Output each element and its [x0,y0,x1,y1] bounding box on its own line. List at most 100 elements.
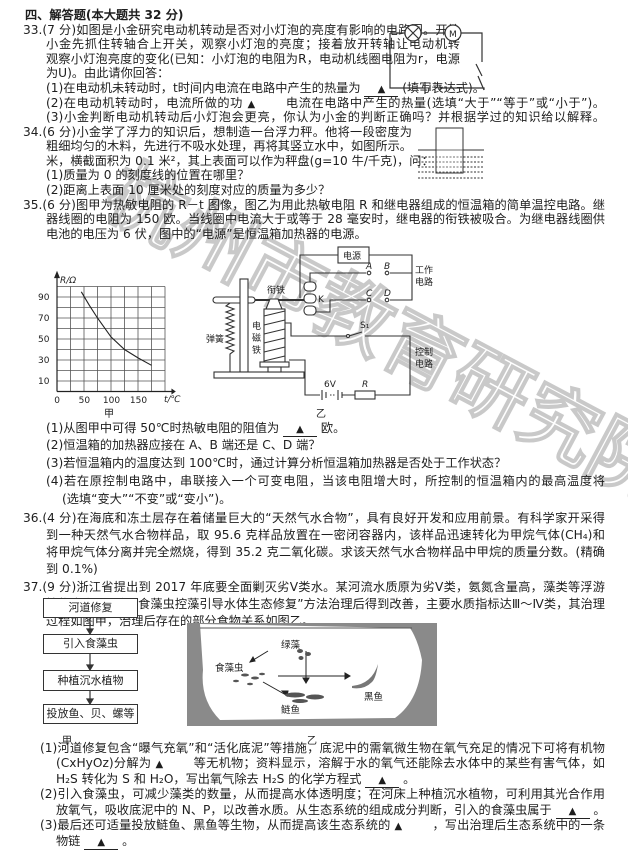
subquestion-3: (3)若恒温箱内的温度达到 100℃时，通过计算分析恒温箱加热器是否处于工作状态… [46,456,507,470]
subquestion-4: (4)若在原控制电路中，串联接入一个可变电阻，当该电阻增大时，所控制的恒温箱内的… [46,473,605,489]
y-tick-label: 30 [38,356,50,366]
motor-label: M [449,30,457,40]
y-tick-label: 90 [38,293,50,303]
subquestion-1: (1)从图甲中可得 50℃时热敏电阻的阻值为 ▲ 欧。 [46,421,346,437]
flow-step-1: 河道修复 [43,598,138,618]
question-text: 物链 ▲ 。 [56,834,135,850]
spring-label: 弹簧 [206,333,224,345]
answer-blank: ▲ [155,758,189,771]
x-tick-label: 0 [54,396,60,406]
question-text: 为U)。由此请你回答： [46,66,170,80]
question-text: 器线圈的电阻为 150 欧。当线圈中电流大于或等于 28 毫安时，继电器的衔铁被… [46,212,605,226]
figure-caption-b: 乙 [316,408,326,420]
electromagnet-label: 磁 [252,332,261,344]
subquestion-1: (1)河道修复包含“曝气充氧”和“活化底泥”等措施，底泥中的需氧微生物在氧气充足… [40,741,605,755]
algae-label: 绿藻 [281,639,301,651]
subquestion-2: (2)恒温箱的加热器应接在 A、B 端还是 C、D 端？ [46,438,321,452]
relay-circuit [212,246,413,400]
work-circuit-label: 工作 [415,264,433,276]
grazer-label: 食藻虫 [215,662,244,674]
figure-caption-b: 乙 [307,735,317,747]
resistor-label: R [362,380,368,390]
question-text: 37.(9 分)浙江省提出到 2017 年底要全面剿灭劣Ⅴ类水。某河流水质原为劣… [23,580,605,594]
question-text: 到 0.1%) [46,562,98,576]
power-label: 电源 [343,250,361,262]
answer-blank: ▲ [84,836,119,850]
question-text: 36.(4 分)在海底和冻土层存在着储量巨大的“天然气水合物”，具有良好开发和应… [23,511,605,525]
question-text: 35.(6 分)图甲为热敏电阻的 R－t 图像，图乙为用此热敏电阻 R 和继电器… [23,198,605,212]
terminal-b [384,270,390,276]
question-text: 米，横截面积为 0.1 米²，其上表面可以作为秤盘(g=10 牛/千克)，问： [46,154,434,168]
r-t-curve [80,291,152,366]
question-text: 植物占主导；经“食藻虫控藻引导水体生态修复”方法治理后得到改善，主要水质指标达Ⅲ… [46,597,605,611]
flow-step-4: 投放鱼、贝、螺等 [43,704,138,724]
question-text: (选填“变大”“不变”或“变小”)。 [62,492,232,506]
y-tick-label: 70 [38,314,50,324]
question-text: 小金先抓住转轴合上开关，观察小灯泡的亮度；接着放开转轴让电动机转动，继续 [46,37,460,51]
figure-caption-a: 甲 [62,736,72,747]
contact-k [303,281,317,292]
control-circuit-label: 电路 [415,358,433,370]
question-text: 33.(7 分)如图是小金研究电动机转动是否对小灯泡的亮度有影响的电路图。开始 [23,23,460,37]
terminal-a [366,270,372,276]
flow-step-2: 引入食藻虫 [43,634,138,654]
question-text: 到一种天然气水合物样品，取 95.6 克样品放置在一密闭容器内，该样品迅速转化为… [46,528,605,542]
subquestion-1: (1)质量为 0 的刻度线的位置在哪里？ [46,168,250,182]
snakehead-label: 黑鱼 [364,691,383,703]
x-tick-label: 50 [79,396,91,406]
contact-k-label: K [318,295,325,305]
switch-label: S₁ [360,321,370,331]
battery-label: 6V [324,380,337,390]
answer-blank: ▲ [555,805,590,819]
terminal-d-label: D [384,289,391,299]
answer-blank: ▲ [364,83,399,97]
work-circuit-label: 电路 [415,276,433,288]
y-tick-label: 50 [38,335,50,345]
question-text: 34.(6 分)小金学了浮力的知识后，想制造一台浮力秤。他将一段密度为 0.5×… [23,125,412,139]
question-text: (CxHyOz)分解为 ▲ 等无机物；资料显示，溶解于水的氧气还能除去水体中的某… [56,756,605,771]
subquestion-2: (2)引入食藻虫，可减少藻类的数量，从而提高水体透明度；在河床上种植沉水植物，可… [40,787,605,801]
y-tick-label: 10 [38,377,50,387]
y-axis-label: R/Ω [60,276,76,286]
silver-carp-label: 鲢鱼 [281,704,300,716]
pond-illustration [187,623,437,726]
answer-blank: ▲ [283,423,318,437]
terminal-c [366,297,372,303]
spring-icon [224,302,236,372]
electromagnet-label: 电 [252,320,261,332]
motor-icon [444,24,462,42]
terminal-c-label: C [366,289,373,299]
resistor-icon [354,390,376,400]
flow-step-3: 种植沉水植物 [43,670,138,691]
subquestion-3: (3)小金判断电动机转动后小灯泡会更亮，你认为小金的判断正确吗？并根据学过的知识… [46,110,605,124]
x-axis-arrow-icon [171,388,176,395]
answer-blank: ▲ [247,98,281,111]
terminal-a-label: A [365,262,372,272]
section-heading: 四、解答题(本大题共 32 分) [25,8,184,22]
x-axis-label: t/℃ [164,395,182,405]
y-axis-arrow-icon [54,270,60,279]
armature-label: 衔铁 [267,284,285,296]
switch-s1 [345,333,351,339]
relay-base [213,371,305,379]
question-text: H₂S 转化为 S 和 H₂O，写出氧气除去 H₂S 的化学方程式 ▲ 。 [56,772,416,788]
question-text: 放氧气，吸收底泥中的 N、P，以改善水质。从生态系统的组成成分判断，引入的食藻虫… [56,803,606,819]
electromagnet-label: 铁 [252,344,261,356]
question-text: 粗细均匀的木料，先进行不吸水处理，再将其竖立水中，如图所示。这段木料长为 40 … [46,139,412,153]
question-text: 电池的电压为 6 伏，图中的“电源”是恒温箱加热器的电源。 [46,227,367,241]
subquestion-2: (2)距离上表面 10 厘米处的刻度对应的质量为多少？ [46,183,331,197]
wood-block [435,127,464,174]
switch-icon [475,63,483,77]
subquestion-3: (3)最后还可适量投放鲢鱼、黑鱼等生物，从而提高该生态系统的 ▲ ，写出治理后生… [40,818,605,833]
x-tick-label: 100 [103,396,120,406]
answer-blank: ▲ [394,820,428,833]
terminal-b-label: B [384,262,390,272]
question-text: 将甲烷气体分离并完全燃烧，得到 35.2 克二氧化碳。求该天然气水合物样品中甲烷… [46,545,605,559]
question-text: 观察小灯泡亮度的变化(已知：小灯泡的电阻为R，电动机线圈电阻为r，电源电压 [46,52,460,66]
